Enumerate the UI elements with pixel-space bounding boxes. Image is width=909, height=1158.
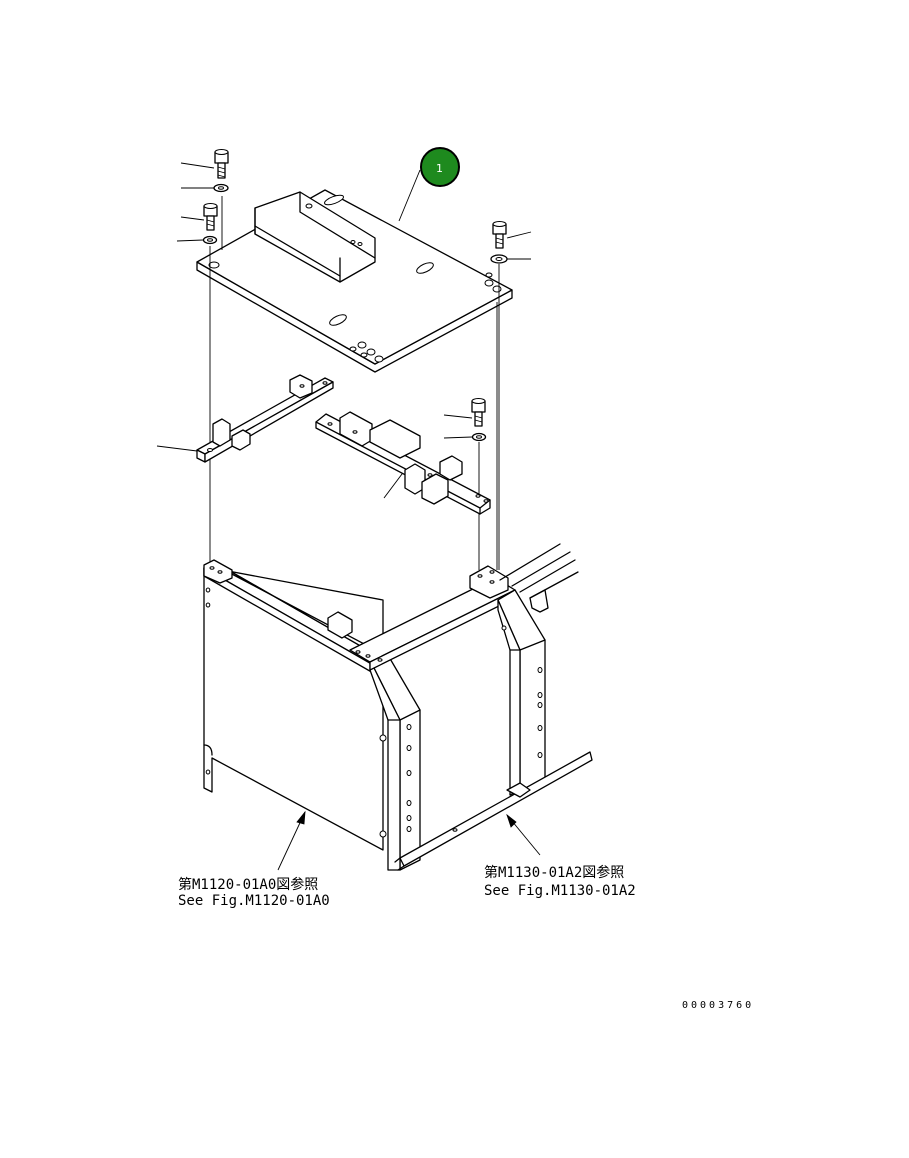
reference-arrows — [277, 810, 541, 871]
bolt-left — [203, 203, 218, 231]
bolt-middle-right — [471, 398, 486, 427]
left-bracket — [196, 374, 334, 463]
main-frame — [203, 543, 593, 871]
drawing-code: 00003760 — [682, 1000, 754, 1011]
bolt-top-right — [492, 221, 507, 249]
callout-number: 1 — [436, 162, 443, 175]
reference-right-line2: See Fig.M1130-01A2 — [484, 883, 636, 899]
bolt-top-left — [214, 149, 229, 179]
callout-circle — [420, 147, 460, 187]
reference-left-line2: See Fig.M1120-01A0 — [178, 893, 330, 909]
washer-top-left — [213, 183, 229, 193]
reference-left: 第M1120-01A0図参照 See Fig.M1120-01A0 — [178, 876, 330, 909]
assembly-lines — [209, 196, 500, 570]
washer-top-right — [490, 254, 508, 264]
washer-middle-right — [471, 432, 487, 442]
fasteners — [202, 149, 508, 442]
cover-plate — [196, 189, 513, 373]
right-bracket — [315, 411, 491, 515]
reference-left-line1: 第M1120-01A0図参照 — [178, 876, 318, 893]
reference-right-line1: 第M1130-01A2図参照 — [484, 864, 624, 881]
reference-right: 第M1130-01A2図参照 See Fig.M1130-01A2 — [484, 864, 636, 899]
washer-left — [202, 235, 218, 245]
callout-badge[interactable]: 1 — [420, 147, 460, 187]
